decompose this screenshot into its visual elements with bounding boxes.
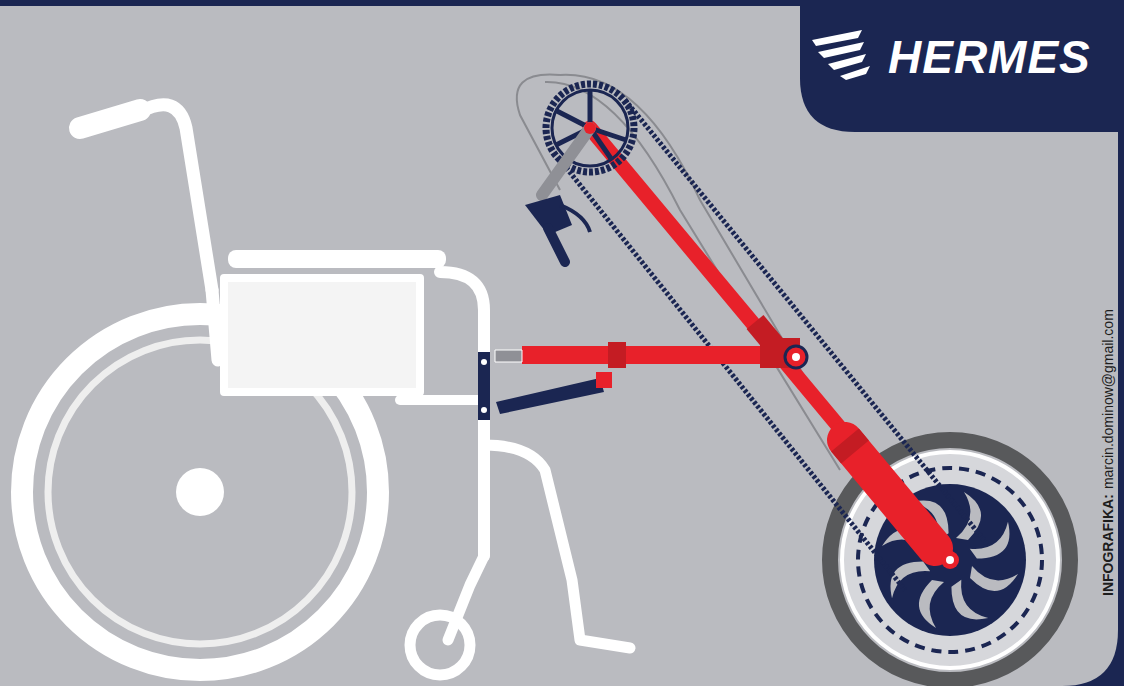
logo-tab (800, 0, 1124, 132)
sprocket-spider (555, 90, 626, 160)
arm-joint (785, 346, 807, 368)
cable (545, 82, 840, 470)
chain-run (625, 100, 988, 545)
caster-wheel (410, 615, 470, 675)
logo-wing (828, 54, 866, 70)
credit-email: marcin.dominow@gmail.com (1100, 309, 1116, 489)
hub-blade (968, 516, 1020, 568)
attachment-frame (478, 128, 959, 569)
dropout (941, 551, 959, 569)
crank-arm (542, 128, 590, 195)
brake-lever (560, 205, 590, 232)
frame-rail (400, 395, 484, 405)
logo-wing (818, 42, 864, 58)
hub-blade (942, 578, 994, 630)
axle (946, 556, 954, 564)
rear-wheel-hub (176, 468, 224, 516)
logo-box: HERMES (800, 0, 1124, 132)
strut-mount (596, 372, 612, 388)
crank-set (525, 84, 634, 262)
logo-wing (812, 30, 862, 46)
clamp-bolt (481, 359, 487, 365)
wheelchair (22, 105, 630, 675)
backrest-tube (140, 105, 212, 290)
crank-axle (584, 122, 596, 134)
logo-wing (840, 66, 870, 80)
arm-sleeve (608, 342, 626, 368)
backrest-tube (212, 290, 218, 360)
chain-run (560, 160, 905, 590)
cables (517, 75, 860, 471)
sprocket-ring (552, 90, 628, 166)
credit-line: INFOGRAFIKA: marcin.dominow@gmail.com (1099, 309, 1117, 596)
side-panel (224, 278, 420, 392)
hub-blade (919, 580, 944, 628)
hand-grip (548, 228, 565, 262)
arm-joint-pin (792, 353, 800, 361)
logo-wordmark: HERMES (888, 30, 1091, 84)
sprocket-teeth (546, 84, 634, 172)
main-tube (590, 128, 950, 560)
hub-blade (970, 566, 1018, 591)
credit-heading: INFOGRAFIKA: (1100, 494, 1116, 596)
front-tire (830, 440, 1070, 680)
front-frame-tube (440, 272, 484, 556)
chain (560, 100, 988, 590)
fork-cylinder-cap (845, 440, 855, 452)
lower-strut (496, 378, 604, 414)
hub-blade (956, 492, 981, 540)
clamp-bolt (481, 407, 487, 413)
fork-cylinder (845, 440, 935, 548)
upper-clamp-jaw (495, 350, 522, 362)
footrest-tube (484, 445, 630, 648)
upper-arm (522, 346, 800, 364)
front-wheel (830, 440, 1070, 680)
frame-clamp (478, 352, 490, 420)
push-handle-grip (80, 110, 140, 128)
seat-cushion (228, 250, 446, 268)
